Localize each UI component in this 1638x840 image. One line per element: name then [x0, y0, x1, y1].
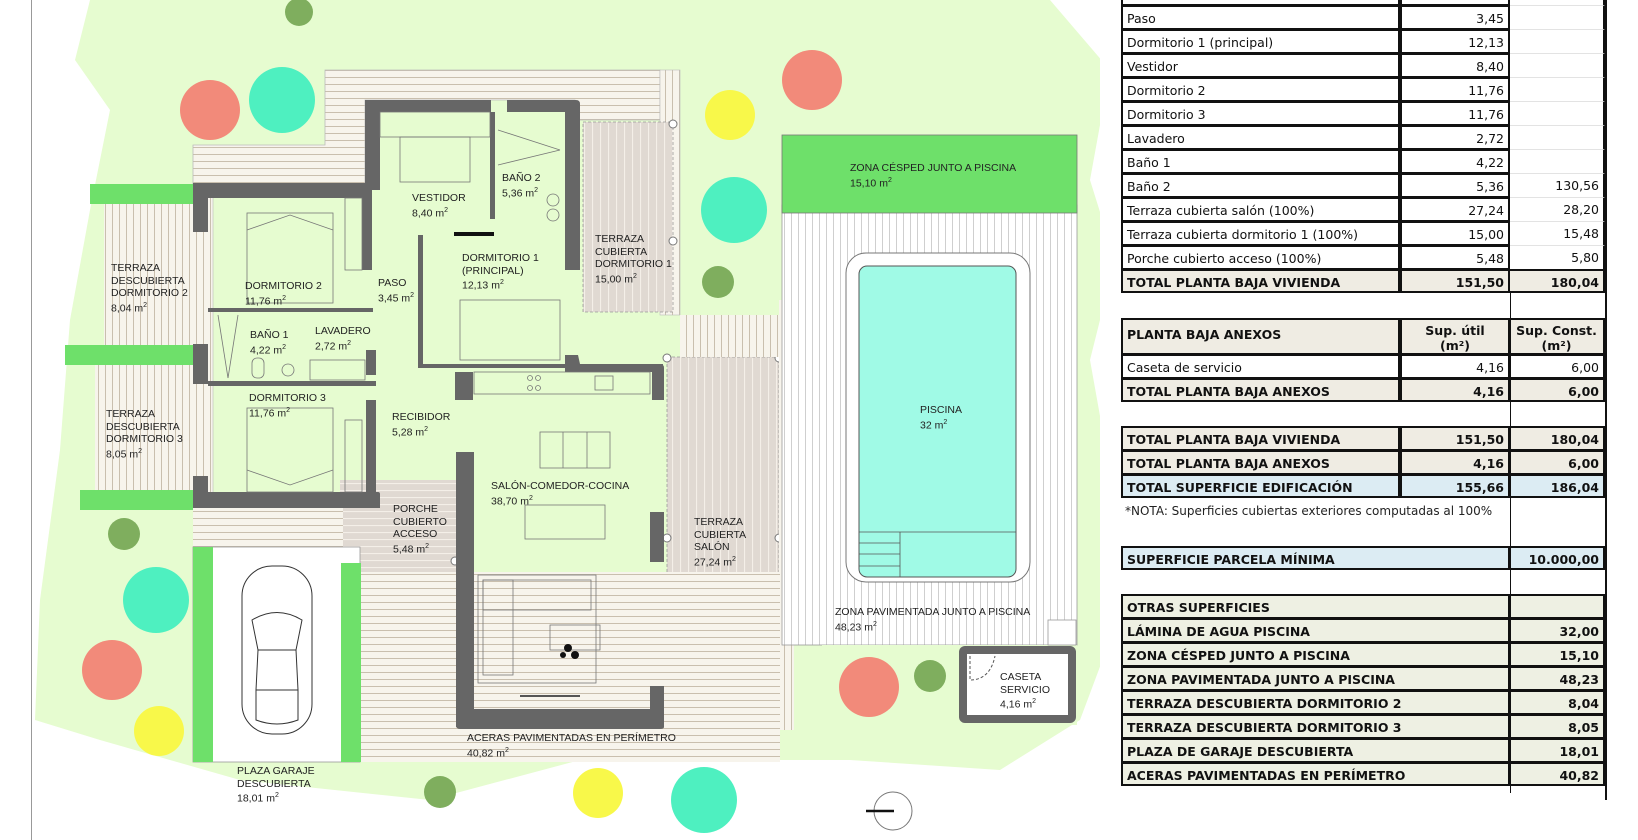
- tree-red-icon: [82, 640, 142, 700]
- sheet-edge: [1510, 293, 1511, 793]
- tree-yellow-icon: [705, 90, 755, 140]
- sheet-right-edge: [1605, 0, 1607, 800]
- tree-olive-icon: [108, 518, 140, 550]
- grass-strip: [193, 547, 213, 762]
- terraza-cubierta-dorm1-area: [582, 121, 674, 313]
- table-row: ACERAS PAVIMENTADAS EN PERÍMETRO 40,82: [1121, 762, 1605, 786]
- trees: [82, 0, 946, 833]
- grass-strip: [80, 490, 197, 510]
- plant-icon: [560, 644, 579, 659]
- table-row: ZONA PAVIMENTADA JUNTO A PISCINA 48,23: [1121, 666, 1605, 690]
- grass-strip: [65, 345, 197, 365]
- table-row: Terraza cubierta dormitorio 1 (100%)15,0…: [1121, 221, 1605, 245]
- table-row-cut: [1121, 0, 1605, 5]
- tree-red-icon: [839, 657, 899, 717]
- table-row: Dormitorio 1 (principal)12,13: [1121, 29, 1605, 53]
- north-arrow-icon: [866, 791, 913, 831]
- table-row: ZONA CÉSPED JUNTO A PISCINA 15,10: [1121, 642, 1605, 666]
- tree-olive-icon: [285, 0, 313, 26]
- tree-cyan-icon: [123, 567, 189, 633]
- table-row: TERRAZA DESCUBIERTA DORMITORIO 2 8,04: [1121, 690, 1605, 714]
- tree-cyan-icon: [671, 767, 737, 833]
- aceras-area: [360, 572, 780, 762]
- tree-cyan-icon: [249, 67, 315, 133]
- table-row: TERRAZA DESCUBIERTA DORMITORIO 3 8,05: [1121, 714, 1605, 738]
- tree-olive-icon: [424, 776, 456, 808]
- house-walls: [193, 100, 664, 729]
- table-note: *NOTA: Superficies cubiertas exteriores …: [1125, 504, 1493, 518]
- terraza-descubierta-dorm2-area: [104, 198, 197, 345]
- tree-red-icon: [180, 80, 240, 140]
- tree-yellow-icon: [573, 768, 623, 818]
- tree-red-icon: [782, 50, 842, 110]
- table-row: LÁMINA DE AGUA PISCINA 32,00: [1121, 618, 1605, 642]
- deck-south-west: [193, 505, 343, 547]
- floor-plan: [35, 0, 1100, 833]
- deck-east: [680, 315, 780, 357]
- page-border: [31, 0, 32, 840]
- tree-olive-icon: [914, 660, 946, 692]
- room-label-dormitorio1: DORMITORIO 1 (PRINCIPAL)12,13 m2: [462, 252, 539, 292]
- tree-olive-icon: [702, 266, 734, 298]
- pool-area: [858, 265, 1017, 578]
- car-icon: [241, 565, 313, 735]
- table-header-row: OTRAS SUPERFICIES: [1121, 594, 1605, 618]
- parcela-row: SUPERFICIE PARCELA MÍNIMA 10.000,00: [1121, 546, 1605, 570]
- tree-yellow-icon: [134, 706, 184, 756]
- zona-cesped-area: [781, 134, 1078, 214]
- garaje-area: [192, 546, 361, 763]
- terraza-descubierta-dorm3-area: [95, 365, 197, 490]
- table-row: PLAZA DE GARAJE DESCUBIERTA 18,01: [1121, 738, 1605, 762]
- grass-strip: [90, 184, 197, 204]
- table-header-row: PLANTA BAJA ANEXOS Sup. útil(m²) Sup. Co…: [1121, 318, 1605, 354]
- grass-strip: [341, 563, 361, 762]
- furniture: [217, 111, 651, 697]
- tree-cyan-icon: [701, 177, 767, 243]
